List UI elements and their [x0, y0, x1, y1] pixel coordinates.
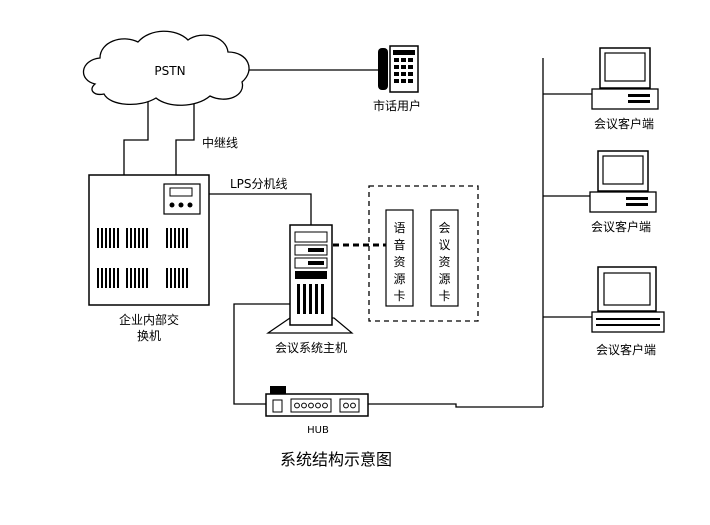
hub-icon — [265, 386, 369, 417]
pbx-label-line2: 换机 — [137, 329, 161, 343]
desktop-computer-icon — [589, 150, 657, 213]
hub-bus-link — [368, 403, 543, 408]
conference-client-3: 会议客户端 — [591, 266, 665, 357]
lps-extension-label: LPS分机线 — [230, 177, 288, 191]
conference-client-2: 会议客户端 — [589, 150, 657, 234]
voice-resource-card: 语音资源卡 — [385, 209, 414, 307]
hub-label: HUB — [307, 425, 329, 436]
client-3-label: 会议客户端 — [596, 342, 656, 357]
conference-host: 会议系统主机 — [266, 224, 354, 355]
desktop-computer-icon — [591, 47, 659, 110]
desktop-computer-icon — [591, 266, 665, 333]
client-1-label: 会议客户端 — [594, 116, 654, 131]
conference-client-1: 会议客户端 — [591, 47, 659, 131]
host-label: 会议系统主机 — [275, 341, 347, 355]
telephone: 市话用户 — [373, 45, 421, 113]
trunk-line-label: 中继线 — [202, 135, 238, 150]
voice-resource-card-label: 语音资源卡 — [393, 221, 405, 303]
phone-user-label: 市话用户 — [373, 98, 421, 113]
trunk-line-1 — [123, 98, 149, 175]
cloud-icon — [82, 30, 250, 106]
server-tower-icon — [266, 224, 354, 334]
diagram-caption: 系统结构示意图 — [280, 450, 392, 469]
client-2-label: 会议客户端 — [591, 219, 651, 234]
pstn-cloud: PSTN — [82, 30, 250, 106]
connection-lines — [123, 58, 596, 408]
telephone-icon — [378, 45, 419, 93]
trunk-line-2 — [175, 98, 195, 175]
pbx-switch-icon — [88, 174, 210, 306]
pstn-label: PSTN — [154, 64, 185, 78]
pbx-label-line1: 企业内部交 — [119, 312, 179, 327]
pbx-switch: 企业内部交 换机 — [88, 174, 210, 343]
resource-card-enclosure: 语音资源卡 会议资源卡 — [368, 185, 479, 322]
pbx-card-slots — [97, 228, 188, 288]
conference-resource-card: 会议资源卡 — [430, 209, 459, 307]
hub: HUB — [265, 386, 369, 436]
host-hub-link — [233, 303, 291, 405]
conference-resource-card-label: 会议资源卡 — [438, 221, 450, 303]
lps-extension-link — [209, 193, 312, 225]
